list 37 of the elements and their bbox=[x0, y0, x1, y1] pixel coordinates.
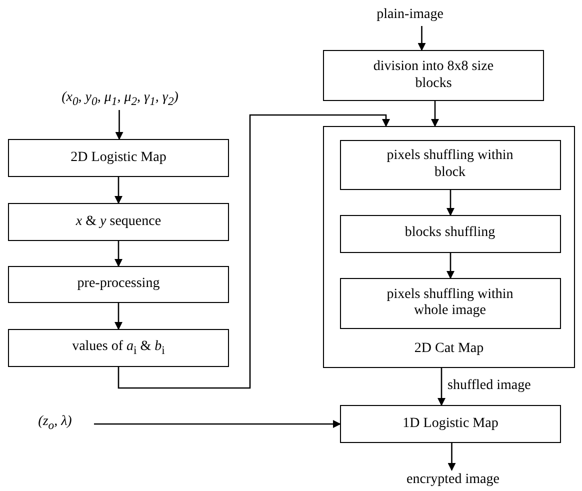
arrow bbox=[438, 368, 446, 406]
process-box bbox=[8, 139, 229, 177]
process-box bbox=[340, 140, 560, 190]
box-label: pixels shuffling within block bbox=[386, 148, 514, 181]
box-label: pixels shuffling within whole image bbox=[386, 286, 514, 320]
arrow bbox=[115, 110, 124, 140]
arrow bbox=[118, 114, 390, 389]
box-label: 1D Logistic Map bbox=[402, 416, 498, 432]
arrow bbox=[446, 253, 454, 279]
process-box bbox=[340, 278, 560, 328]
arrow bbox=[114, 303, 122, 330]
process-box bbox=[8, 329, 229, 367]
process-box bbox=[8, 203, 229, 241]
box-label: x & y sequence bbox=[76, 214, 162, 230]
group-box bbox=[323, 126, 575, 368]
box-label: division into 8x8 size blocks bbox=[372, 59, 495, 92]
arrow bbox=[114, 177, 122, 204]
arrow bbox=[94, 420, 341, 428]
box-label: pre-processing bbox=[77, 276, 160, 293]
box-label: values of a$_{i}$ & b$_{i}$ bbox=[72, 338, 165, 358]
arrow bbox=[431, 101, 439, 127]
output-label: encrypted image bbox=[406, 472, 500, 488]
process-box bbox=[8, 266, 229, 303]
group-title: 2D Cat Map bbox=[414, 340, 484, 357]
process-box bbox=[340, 405, 561, 443]
process-box bbox=[340, 214, 560, 252]
input-label: plain-image bbox=[376, 6, 444, 24]
arrow bbox=[446, 190, 454, 216]
arrow bbox=[448, 443, 456, 471]
box-label: 2D Logistic Map bbox=[70, 150, 166, 166]
process-box bbox=[323, 50, 544, 101]
box-label: blocks shuffling bbox=[404, 225, 496, 242]
arrow bbox=[418, 26, 426, 51]
parameter-label: (z$_{o}$, λ) bbox=[38, 414, 72, 432]
edge-label: shuffled image bbox=[446, 378, 532, 393]
parameter-label: (x$_{0}$, y$_{0}$, μ$_{1}$, μ$_{2}$, γ$_{1}$, γ$_{2}$) bbox=[62, 90, 178, 108]
arrow bbox=[114, 241, 122, 267]
